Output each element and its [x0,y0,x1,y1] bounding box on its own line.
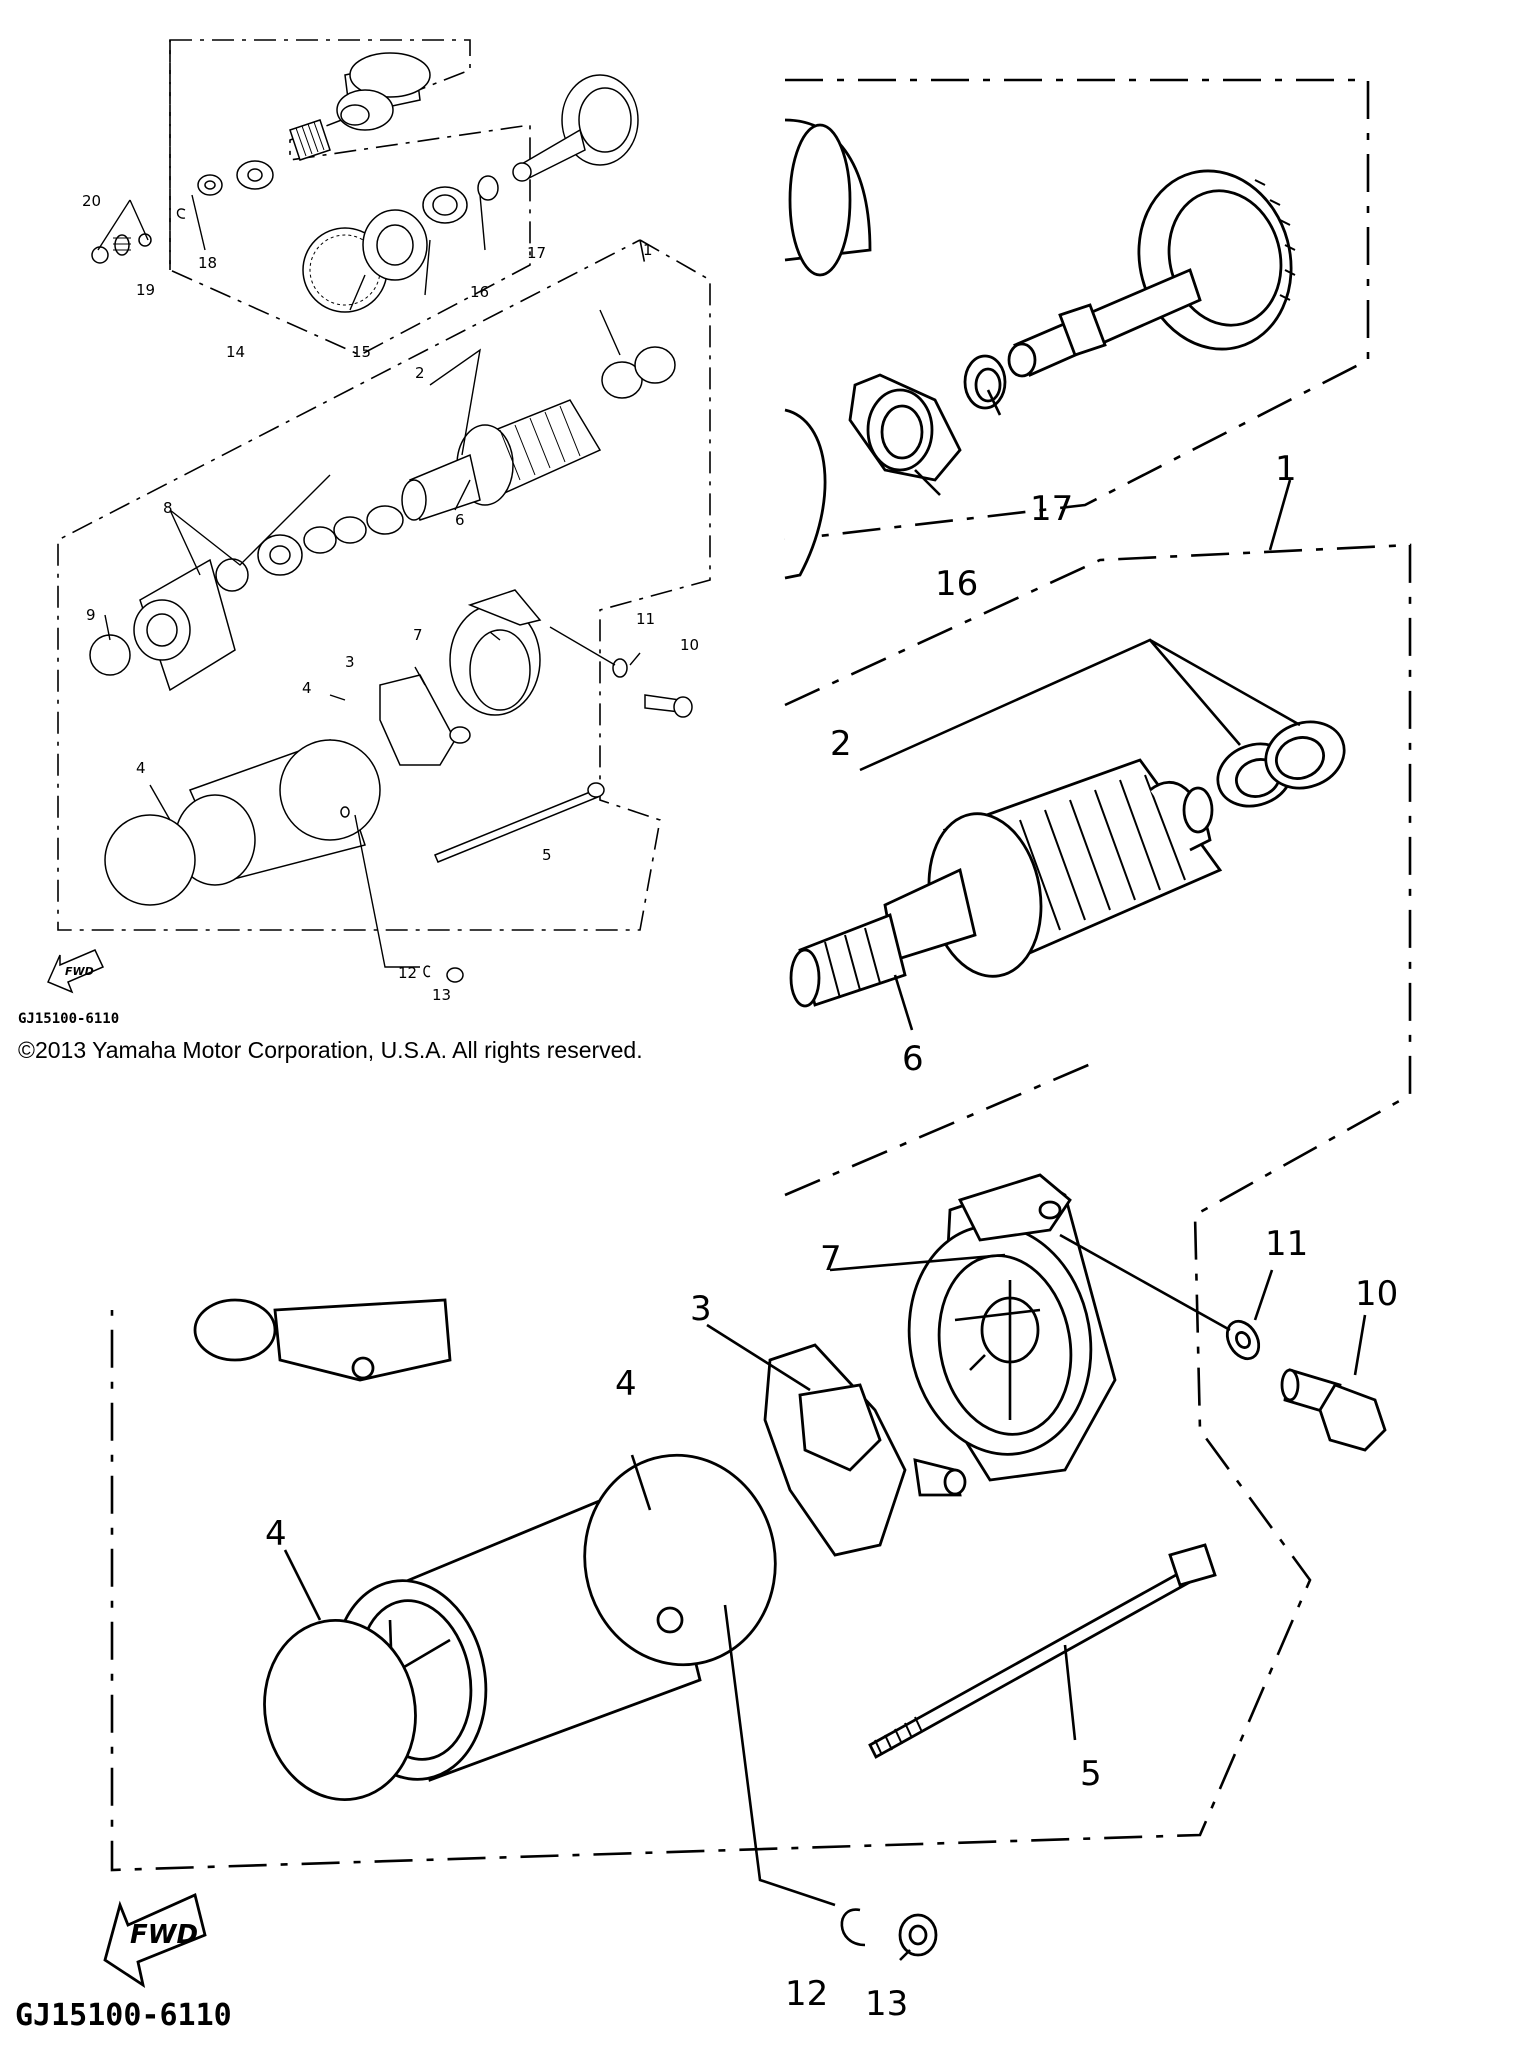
detail-callout-12: 12 [785,1974,828,2014]
overview-diagram: FWD 1 2 3 4 4 5 6 7 8 9 10 11 12 13 14 1… [18,39,711,1063]
overview-callout-18: 18 [198,254,217,272]
detail-front-cover [193,1298,452,1382]
detail-callout-17: 17 [1030,489,1073,529]
copyright-notice: ©2013 Yamaha Motor Corporation, U.S.A. A… [18,1037,643,1063]
detail-rear-cover [907,1173,1117,1482]
detail-callout-10: 10 [1355,1274,1398,1314]
detail-through-bolt [868,1543,1217,1759]
overview-callout-17: 17 [527,244,546,262]
overview-callout-9: 9 [86,606,96,624]
overview-callout-7: 7 [413,626,423,644]
overview-callout-6: 6 [455,511,465,529]
overview-callout-2: 2 [415,364,425,382]
overview-callout-4a: 4 [302,679,312,697]
detail-bolt-washer [1225,1319,1387,1452]
overview-leaders [97,194,641,968]
overview-callout-5: 5 [542,846,552,864]
overview-callout-1: 1 [643,241,653,259]
detail-pinion-shaft [784,118,1296,580]
detail-callout-11: 11 [1265,1224,1308,1264]
overview-callout-3: 3 [345,653,355,671]
overview-callout-10: 10 [680,636,699,654]
fwd-arrow-large: FWD [103,1893,207,1989]
overview-callout-19: 19 [136,281,155,299]
front-cover-overview [89,558,236,692]
overview-callout-4b: 4 [136,759,146,777]
overview-callout-12: 12 [398,964,417,982]
overview-callout-11: 11 [636,610,655,628]
detail-clip-nut [840,1908,938,1957]
overview-part-code: GJ15100-6110 [18,1011,119,1027]
detail-callout-5: 5 [1080,1754,1102,1794]
overview-callout-16: 16 [470,283,489,301]
armature-overview [401,346,676,521]
detail-callout-6: 6 [902,1039,924,1079]
detail-callout-2: 2 [830,724,852,764]
svg-text:FWD: FWD [130,1920,198,1950]
overview-callouts: 1 2 3 4 4 5 6 7 8 9 10 11 12 13 14 15 16… [82,192,699,1004]
overview-callout-13: 13 [432,986,451,1004]
detail-brush-holder [763,1343,967,1557]
overview-callout-14: 14 [226,343,245,361]
washer-row-overview [177,505,404,601]
svg-text:FWD: FWD [65,965,94,978]
detail-callout-3: 3 [690,1289,712,1329]
detail-diagram: FWD 1 2 3 4 4 5 6 7 10 11 12 13 16 17 GJ… [15,78,1412,2033]
overview-callout-15: 15 [352,343,371,361]
detail-leaders [283,389,1367,1961]
detail-yoke [263,1453,777,1801]
detail-callout-4b: 4 [265,1514,287,1554]
pinion-clutch-assembly [91,52,639,313]
detail-callout-16: 16 [935,564,978,604]
detail-callout-1: 1 [1275,449,1297,489]
detail-callout-4a: 4 [615,1364,637,1404]
detail-callout-13: 13 [865,1984,908,2024]
detail-armature [789,720,1346,1008]
overview-callout-20: 20 [82,192,101,210]
overview-callout-8: 8 [163,499,173,517]
detail-callout-7: 7 [820,1239,842,1279]
detail-part-code: GJ15100-6110 [15,1998,232,2033]
detail-callouts: 1 2 3 4 4 5 6 7 10 11 12 13 16 17 [265,449,1398,2024]
fwd-arrow-small: FWD [47,949,105,994]
